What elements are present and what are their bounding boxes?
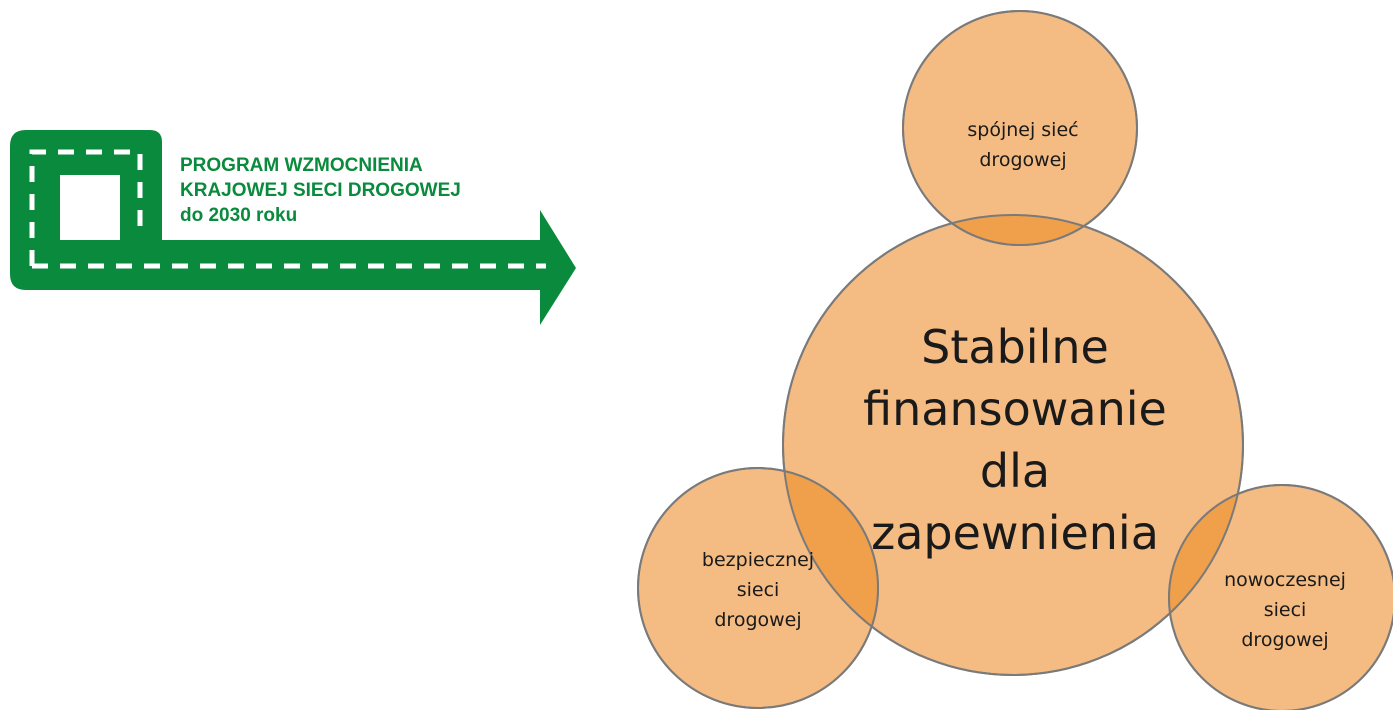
top-label-line-1: spójnej sieć [967, 119, 1079, 141]
left-label-line-2: sieci [736, 579, 780, 601]
right-label-line-1: nowoczesnej [1224, 569, 1346, 591]
top-label-line-2: drogowej [979, 149, 1067, 171]
center-label-line-2: finansowanie [863, 382, 1167, 436]
logo-line-1: PROGRAM WZMOCNIENIA [180, 155, 423, 176]
center-label-line-1: Stabilne [921, 320, 1109, 374]
center-label-line-4: zapewnienia [871, 506, 1159, 560]
right-label-line-2: sieci [1263, 599, 1307, 621]
left-circle-label: bezpiecznej sieci drogowej [648, 525, 868, 655]
road-arrow-icon [10, 130, 576, 325]
left-label-line-3: drogowej [714, 609, 802, 631]
logo-line-3: do 2030 roku [180, 205, 298, 226]
logo-line-2: KRAJOWEJ SIECI DROGOWEJ [180, 180, 461, 201]
left-label-line-1: bezpiecznej [701, 549, 815, 571]
program-logo: PROGRAM WZMOCNIENIA KRAJOWEJ SIECI DROGO… [0, 0, 600, 340]
center-label-line-3: dla [979, 444, 1051, 498]
top-circle-label: spójnej sieć drogowej [908, 95, 1138, 195]
logo-text: PROGRAM WZMOCNIENIA KRAJOWEJ SIECI DROGO… [180, 153, 560, 228]
right-circle-label: nowoczesnej sieci drogowej [1170, 545, 1393, 675]
center-circle-label: Stabilne finansowanie dla zapewnienia [830, 300, 1200, 580]
right-label-line-3: drogowej [1241, 629, 1329, 651]
